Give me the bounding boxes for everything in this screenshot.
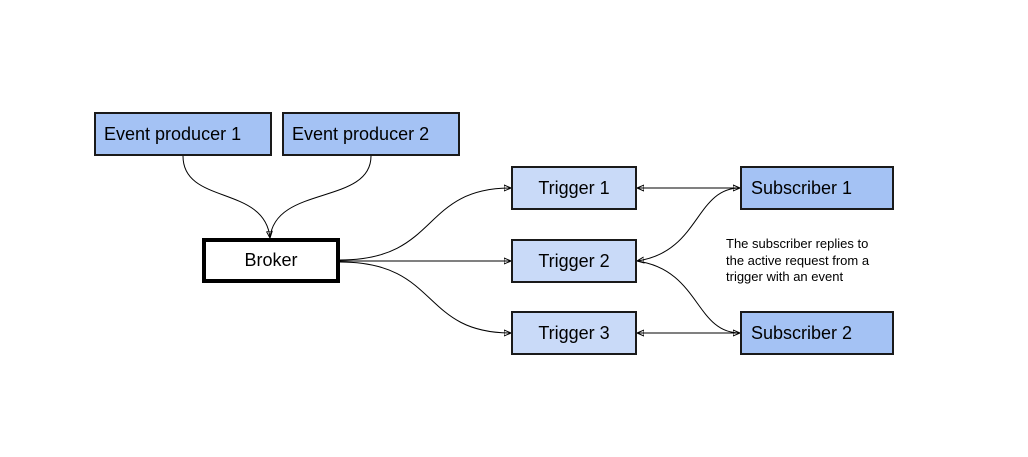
trigger-1-label: Trigger 1 xyxy=(538,177,610,198)
edge-broker-trigger3 xyxy=(339,261,511,333)
subscriber-2-label: Subscriber 2 xyxy=(751,322,853,343)
event-producer-2-label: Event producer 2 xyxy=(292,123,430,144)
subscriber-1-node: Subscriber 1 xyxy=(740,166,894,210)
subscriber-reply-note: The subscriber replies to the active req… xyxy=(726,236,926,286)
note-line-2: the active request from a xyxy=(726,252,870,268)
edge-broker-trigger1 xyxy=(339,188,511,261)
event-producer-2-node: Event producer 2 xyxy=(282,112,460,156)
edge-producer1-broker xyxy=(182,155,270,238)
subscriber-2-node: Subscriber 2 xyxy=(740,311,894,355)
note-line-3: trigger with an event xyxy=(726,269,844,284)
trigger-2-label: Trigger 2 xyxy=(538,250,610,271)
trigger-3-label: Trigger 3 xyxy=(538,322,610,343)
edge-trigger2-subscriber2 xyxy=(636,260,741,334)
broker-node: Broker xyxy=(202,238,340,283)
subscriber-1-label: Subscriber 1 xyxy=(751,177,853,198)
trigger-3-node: Trigger 3 xyxy=(511,311,637,355)
note-line-1: The subscriber replies to xyxy=(726,236,869,251)
trigger-2-node: Trigger 2 xyxy=(511,239,637,283)
edge-trigger2-subscriber1 xyxy=(637,187,741,261)
edge-producer2-broker xyxy=(269,155,372,239)
trigger-1-node: Trigger 1 xyxy=(511,166,637,210)
broker-label: Broker xyxy=(244,250,298,270)
event-producer-1-node: Event producer 1 xyxy=(94,112,272,156)
event-producer-1-label: Event producer 1 xyxy=(104,123,242,144)
